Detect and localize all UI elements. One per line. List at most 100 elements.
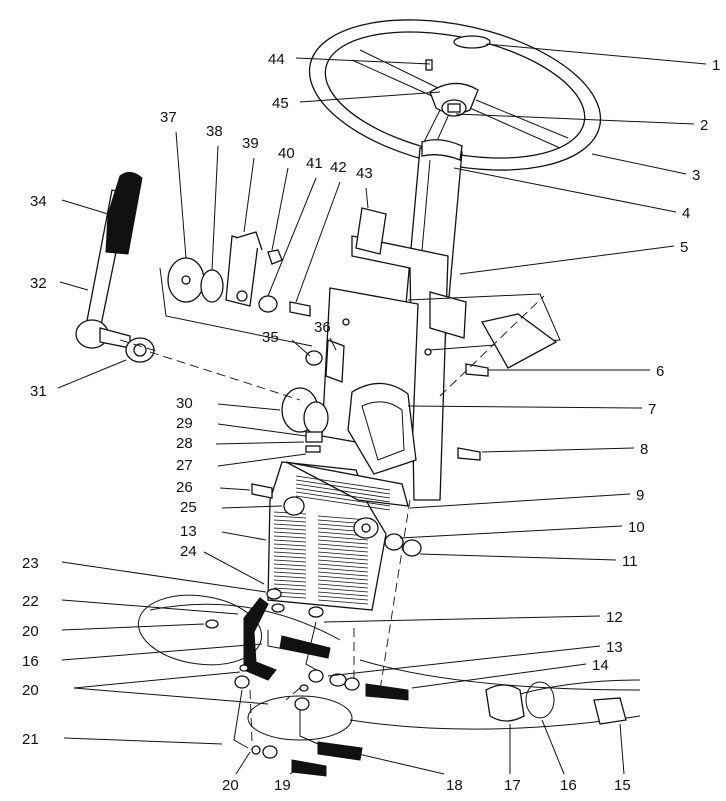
- callout-leader: [57, 359, 127, 389]
- callout-leader: [217, 453, 307, 467]
- callout-number: 29: [176, 415, 193, 432]
- callout-leader: [221, 505, 283, 509]
- callout-number: 3: [692, 167, 700, 184]
- callout-leader: [73, 687, 269, 705]
- callout-number: 19: [274, 777, 291, 794]
- tilt-lever: [75, 172, 155, 363]
- callout-number: 22: [22, 593, 39, 610]
- callout-number: 17: [504, 777, 521, 794]
- callout-leader: [455, 113, 695, 125]
- callout-leader: [61, 199, 109, 215]
- callout-number: 21: [22, 731, 39, 748]
- callout-number: 37: [160, 109, 177, 126]
- callout-leader: [59, 281, 89, 291]
- callout-leader: [365, 187, 369, 209]
- callout-number: 8: [640, 441, 648, 458]
- callout-leader: [409, 493, 631, 509]
- callout-number: 35: [262, 329, 279, 346]
- callout-number: 26: [176, 479, 193, 496]
- callout-leader: [459, 245, 675, 275]
- callout-leader: [217, 403, 281, 411]
- hydraulic-hoses: [137, 588, 641, 777]
- callout-leader: [349, 751, 445, 775]
- callout-leader: [299, 91, 441, 103]
- detent-parts: [159, 231, 313, 347]
- callout-number: 20: [22, 682, 39, 699]
- callout-number: 39: [242, 135, 259, 152]
- callout-number: 18: [446, 777, 463, 794]
- callout-number: 43: [356, 165, 373, 182]
- callout-leader: [221, 531, 267, 541]
- callout-labels: 1234567891011121314151617181920212020162…: [22, 43, 720, 794]
- callout-number: 6: [656, 363, 664, 380]
- callout-leader: [291, 339, 311, 357]
- callout-number: 42: [330, 159, 347, 176]
- callout-number: 16: [22, 653, 39, 670]
- callout-leader: [399, 525, 623, 539]
- callout-leader: [485, 43, 707, 65]
- callout-leader: [267, 177, 317, 297]
- callout-leader: [541, 719, 565, 775]
- callout-number: 5: [680, 239, 688, 256]
- callout-number: 44: [268, 51, 285, 68]
- assembly-center-lines: [119, 295, 545, 743]
- callout-number: 7: [648, 401, 656, 418]
- callout-number: 31: [30, 383, 47, 400]
- steering-wheel-cap: [425, 59, 479, 117]
- callout-leader: [329, 337, 337, 351]
- callout-number: 1: [712, 57, 720, 74]
- callout-number: 11: [622, 553, 638, 570]
- callout-leader: [419, 553, 617, 561]
- callout-number: 23: [22, 555, 39, 572]
- callout-number: 27: [176, 457, 193, 474]
- callout-leader: [217, 423, 307, 437]
- callout-number: 32: [30, 275, 47, 292]
- callout-leader: [61, 561, 267, 593]
- callout-number: 41: [306, 155, 323, 172]
- callout-leader: [73, 671, 241, 689]
- callout-number: 25: [180, 499, 197, 516]
- callout-leader: [243, 157, 255, 233]
- tilt-bracket: [347, 382, 417, 475]
- callout-leader: [235, 751, 251, 775]
- callout-leader: [289, 767, 301, 775]
- callout-leader: [203, 551, 265, 585]
- callout-leader: [591, 153, 687, 175]
- callout-number: 2: [700, 117, 708, 134]
- callout-number: 4: [682, 205, 690, 222]
- callout-leader: [295, 57, 431, 65]
- side-panel: [407, 293, 561, 369]
- callout-number: 14: [592, 657, 609, 674]
- callout-number: 40: [278, 145, 295, 162]
- callout-number: 20: [22, 623, 39, 640]
- callout-leader: [175, 131, 187, 259]
- callout-number: 15: [614, 777, 631, 794]
- callout-number: 13: [180, 523, 197, 540]
- callout-number: 9: [636, 487, 644, 504]
- callout-number: 38: [206, 123, 223, 140]
- callout-number: 24: [180, 543, 197, 560]
- callout-leader: [61, 623, 205, 631]
- callout-leader: [61, 599, 239, 615]
- callout-number: 20: [222, 777, 239, 794]
- callout-number: 10: [628, 519, 645, 536]
- callout-leader: [481, 447, 635, 453]
- callout-leader: [211, 145, 219, 271]
- fasteners: [251, 339, 489, 557]
- callout-leader: [295, 181, 341, 303]
- steering-control-unit: [267, 461, 409, 611]
- callout-number: 36: [314, 319, 331, 336]
- callout-leader: [453, 167, 677, 213]
- callout-number: 16: [560, 777, 577, 794]
- callout-number: 13: [606, 639, 623, 656]
- callout-number: 28: [176, 435, 193, 452]
- callout-leader: [271, 167, 289, 251]
- callout-leader: [323, 615, 601, 623]
- callout-leader: [619, 723, 625, 775]
- callout-leader: [215, 441, 305, 445]
- callout-leader: [63, 737, 223, 745]
- pivot-boss: [281, 387, 329, 453]
- callout-number: 34: [30, 193, 47, 210]
- callout-leader: [327, 645, 601, 677]
- callout-leader: [411, 663, 587, 689]
